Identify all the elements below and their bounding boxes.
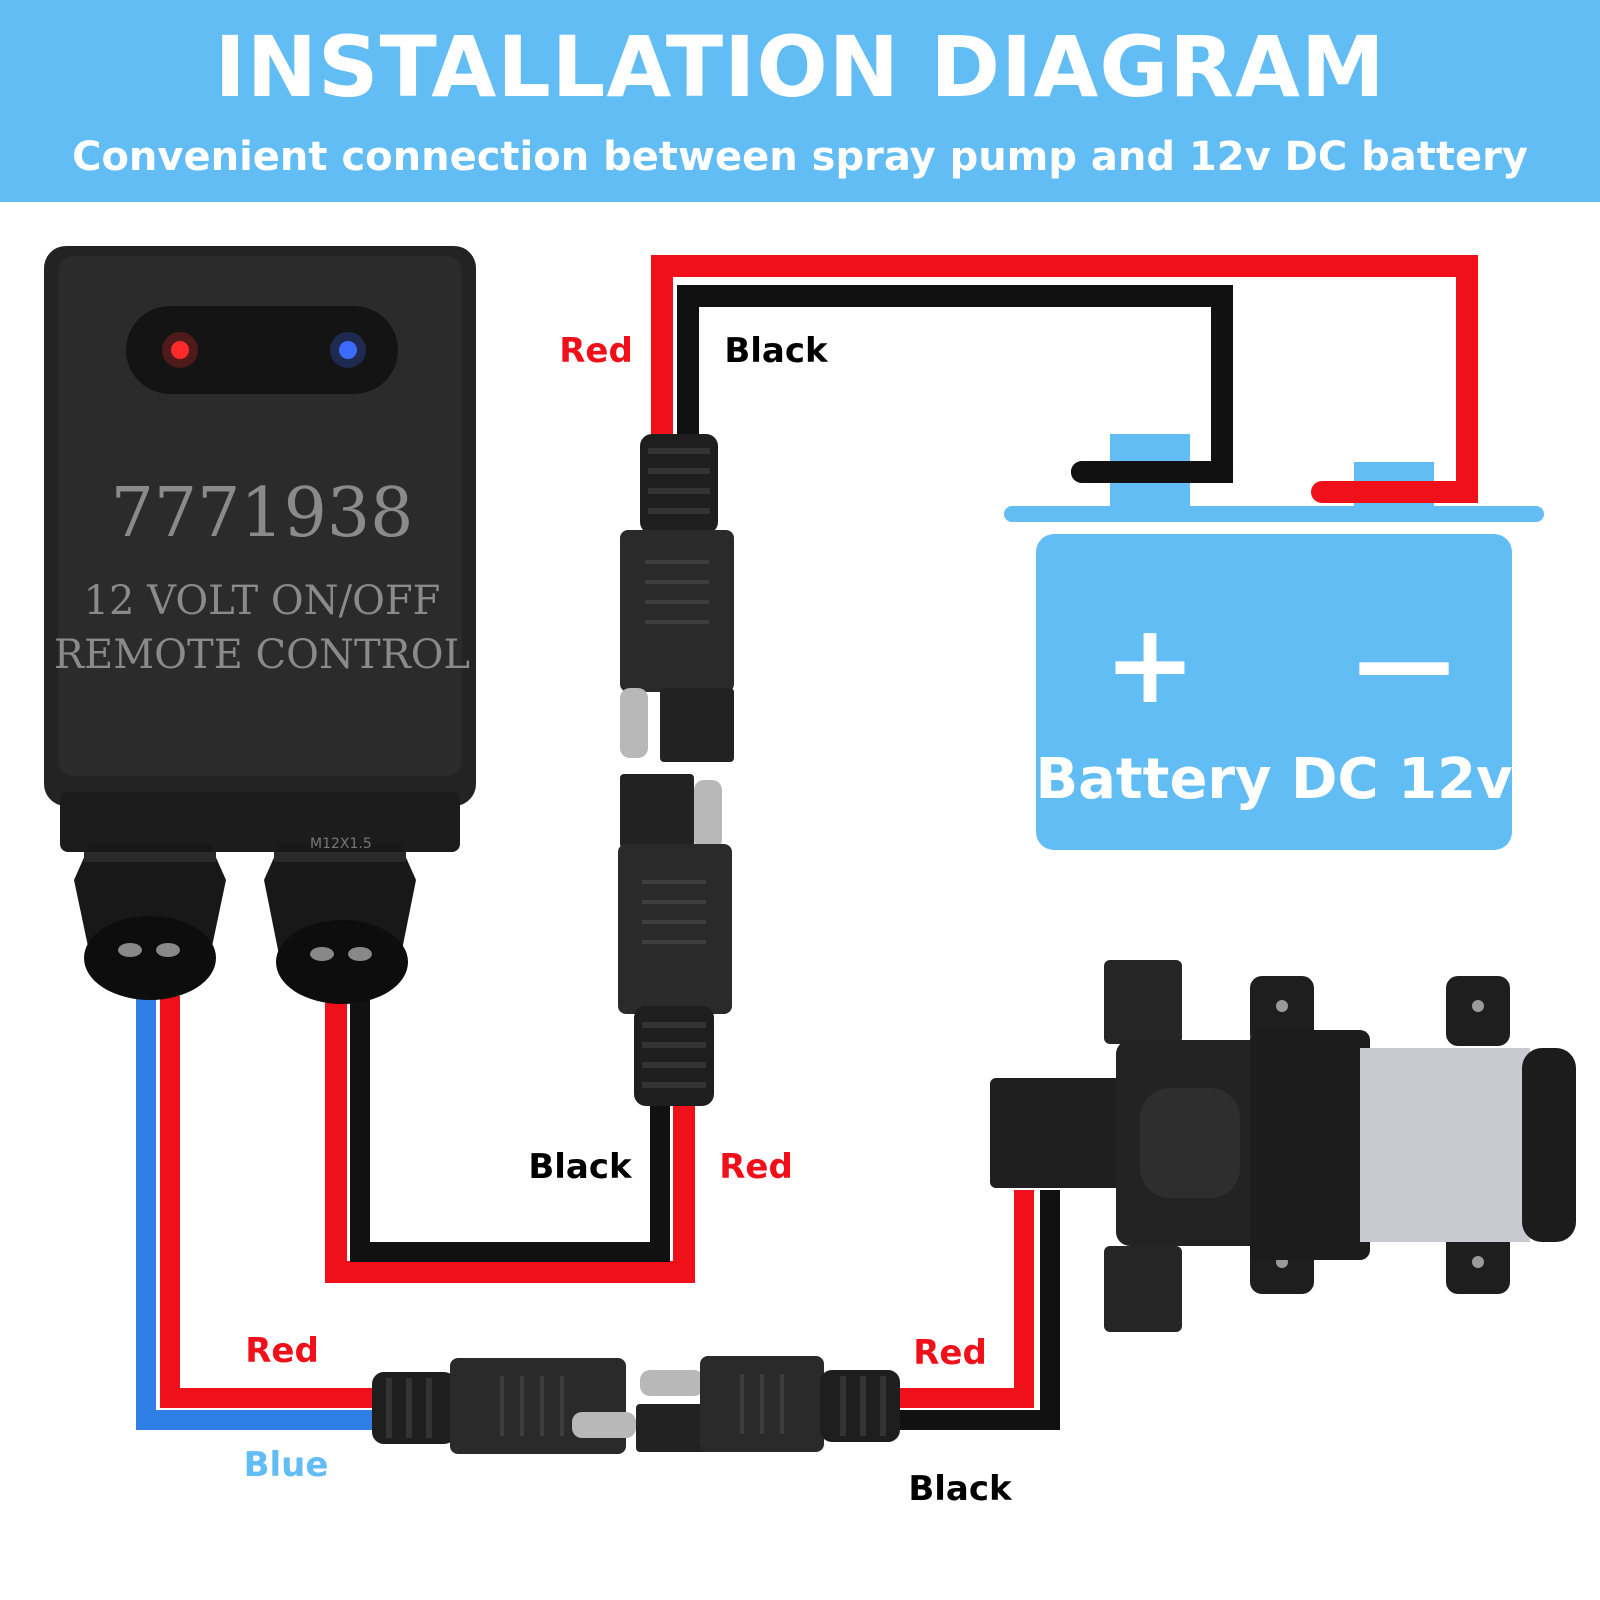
label-bottom-right-black: Black — [908, 1469, 1013, 1509]
cable-gland-right: M12X1.5 — [264, 836, 416, 1004]
label-mid-red: Red — [719, 1147, 793, 1187]
blue-led-icon — [339, 341, 357, 359]
remote-control-box: 7771938 12 VOLT ON/OFF REMOTE CONTROL M1… — [44, 246, 476, 1004]
wire-bottom-red — [160, 996, 380, 1408]
wire-pump-red — [895, 1190, 1034, 1408]
label-bottom-left-blue: Blue — [244, 1445, 329, 1485]
header-banner — [0, 0, 1600, 202]
wire-pump-black — [895, 1190, 1060, 1430]
sae-connector-bottom-left — [372, 1358, 636, 1454]
pump-icon — [990, 960, 1576, 1332]
wire-mid-black — [350, 1000, 670, 1262]
label-mid-black: Black — [528, 1147, 633, 1187]
red-led-icon — [171, 341, 189, 359]
indicator-window — [126, 306, 398, 394]
label-top-red: Red — [559, 331, 633, 371]
battery-label: Battery DC 12v — [1035, 747, 1512, 812]
cable-gland-left — [74, 844, 226, 1000]
sae-connector-upper — [620, 434, 734, 762]
plus-icon: + — [1104, 600, 1196, 728]
wire-mid-red — [325, 1000, 695, 1283]
label-bottom-left-red: Red — [245, 1331, 319, 1371]
gland-marking: M12X1.5 — [310, 836, 372, 852]
label-bottom-right-red: Red — [913, 1333, 987, 1373]
label-top-black: Black — [724, 331, 829, 371]
remote-label-line2: REMOTE CONTROL — [54, 632, 470, 678]
wire-bottom-blue — [136, 996, 380, 1430]
page-title: INSTALLATION DIAGRAM — [214, 18, 1386, 116]
remote-model-number: 7771938 — [111, 474, 414, 553]
remote-label-line1: 12 VOLT ON/OFF — [84, 578, 441, 624]
minus-icon: — — [1354, 603, 1454, 720]
battery-icon: + — Battery DC 12v — [1004, 434, 1544, 850]
sae-connector-lower — [618, 774, 732, 1106]
page-subtitle: Convenient connection between spray pump… — [72, 134, 1528, 180]
sae-connector-bottom-right — [636, 1356, 900, 1452]
